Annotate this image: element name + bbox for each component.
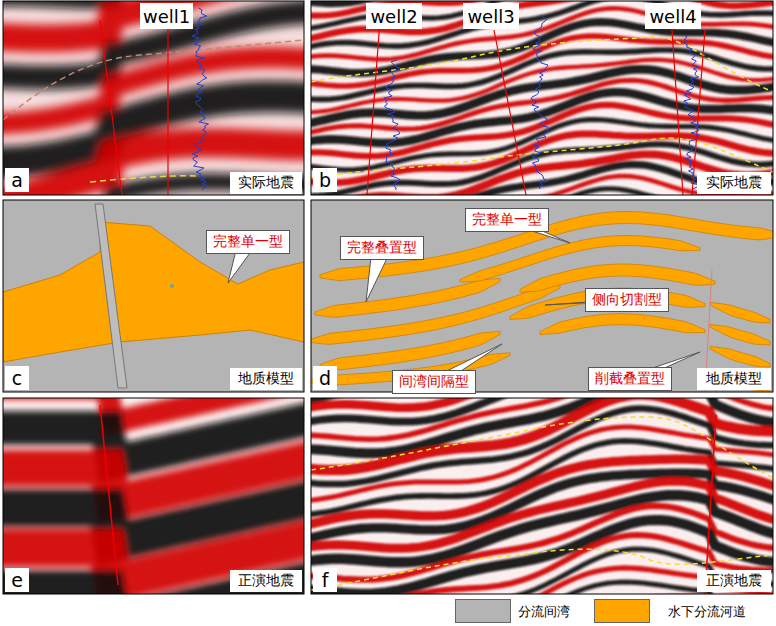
callout-text: 完整叠置型	[347, 239, 417, 257]
panel-frames	[3, 1, 773, 594]
panel-label: 地质模型	[230, 368, 302, 390]
callout-box: 完整单一型	[206, 230, 290, 254]
overlays	[3, 8, 773, 594]
well-label: well4	[645, 3, 701, 29]
well-label: well3	[463, 3, 519, 29]
panel-label: 实际地震	[230, 172, 302, 194]
panel-label: b	[313, 168, 337, 192]
callout-text: 间湾间隔型	[399, 373, 469, 391]
callout-text: 完整单一型	[213, 233, 283, 251]
panel-label: e	[5, 568, 29, 592]
callout-box: 侧向切割型	[585, 288, 669, 312]
callout-box: 完整叠置型	[340, 236, 424, 260]
legend-swatch	[594, 599, 650, 623]
callout-box: 削截叠置型	[588, 367, 672, 391]
panel-label: d	[313, 366, 337, 390]
legend-text: 水下分流河道	[668, 603, 746, 621]
seismic-a	[3, 1, 304, 195]
seismic-b	[311, 1, 773, 195]
callout-box: 间湾间隔型	[392, 370, 476, 394]
panel-label: f	[313, 568, 337, 592]
well-label: well2	[366, 3, 422, 29]
legend-text: 分流间湾	[518, 603, 570, 621]
model-d	[311, 212, 773, 391]
legend-swatch	[455, 599, 511, 623]
well-label: well1	[140, 3, 193, 29]
seismic-f	[311, 398, 773, 594]
callout-text: 侧向切割型	[592, 291, 662, 309]
callout-box: 完整单一型	[465, 208, 549, 232]
panel-label: 实际地震	[697, 172, 771, 194]
callout-text: 完整单一型	[472, 211, 542, 229]
callout-text: 削截叠置型	[595, 370, 665, 388]
panel-label: c	[5, 366, 29, 390]
panel-label: 正演地震	[230, 570, 302, 592]
callout-pointers	[228, 220, 700, 382]
panel-label: 地质模型	[697, 368, 771, 390]
panel-label: 正演地震	[697, 570, 771, 592]
seismic-e	[3, 398, 304, 594]
model-c	[3, 204, 304, 388]
panel-label: a	[5, 168, 29, 192]
